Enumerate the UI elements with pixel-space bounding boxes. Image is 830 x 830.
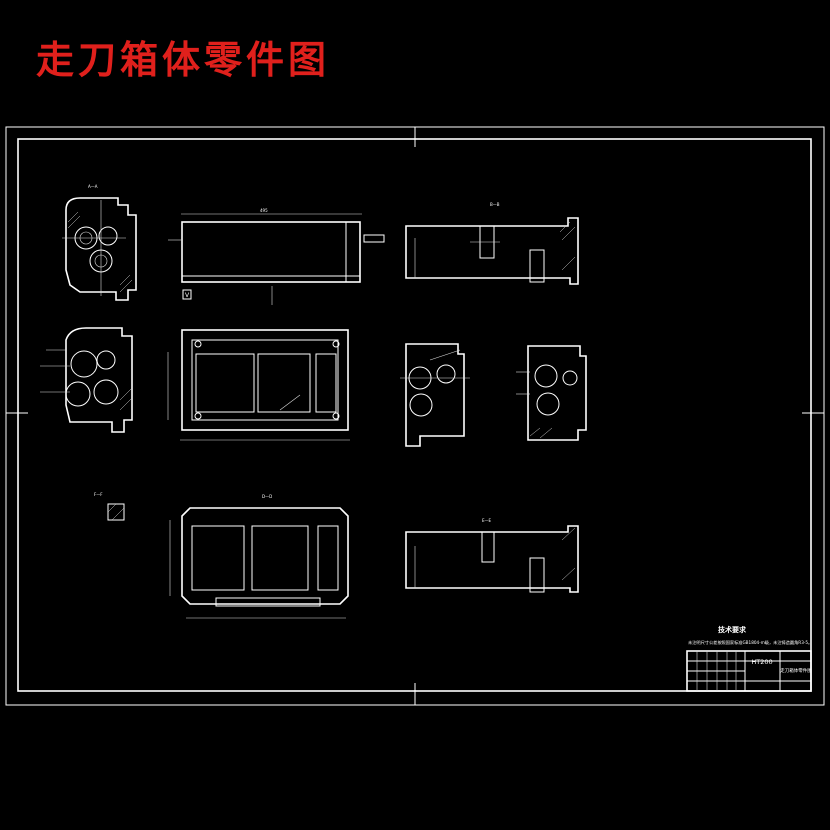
section-label-e: E—E <box>482 518 492 523</box>
bottom-view: D—D <box>169 494 349 619</box>
technical-requirements: 技术要求 未注明尺寸公差按照国家标准GB1804-m级，未注铸造圆角R3-5。 <box>688 625 812 646</box>
page-title: 走刀箱体零件图 <box>36 37 331 82</box>
datum-label: V <box>185 292 190 299</box>
svg-text:495: 495 <box>260 208 268 213</box>
material-label: HT200 <box>751 658 772 666</box>
tech-req-title: 技术要求 <box>718 625 747 634</box>
section-view-a: A—A <box>62 184 137 301</box>
front-view: 495 V <box>168 208 385 305</box>
drawing-frame <box>5 126 825 706</box>
title-block: HT200 走刀箱体零件图 <box>686 650 812 692</box>
side-view-d <box>400 343 470 447</box>
section-view-c <box>40 327 133 433</box>
section-label-d: D—D <box>262 494 272 499</box>
section-view-e <box>516 345 587 441</box>
tech-req-text: 未注明尺寸公差按照国家标准GB1804-m级，未注铸造圆角R3-5。 <box>688 639 812 646</box>
section-label-b: B—B <box>490 202 500 207</box>
section-view-b: B—B <box>405 202 579 285</box>
section-label-a: A—A <box>88 184 98 189</box>
top-view <box>167 329 350 441</box>
part-name-label: 走刀箱体零件图 <box>780 667 812 674</box>
section-view-lower: E—E <box>405 518 579 593</box>
detail-view-f: F—F <box>94 492 125 521</box>
section-label-f: F—F <box>94 492 103 497</box>
